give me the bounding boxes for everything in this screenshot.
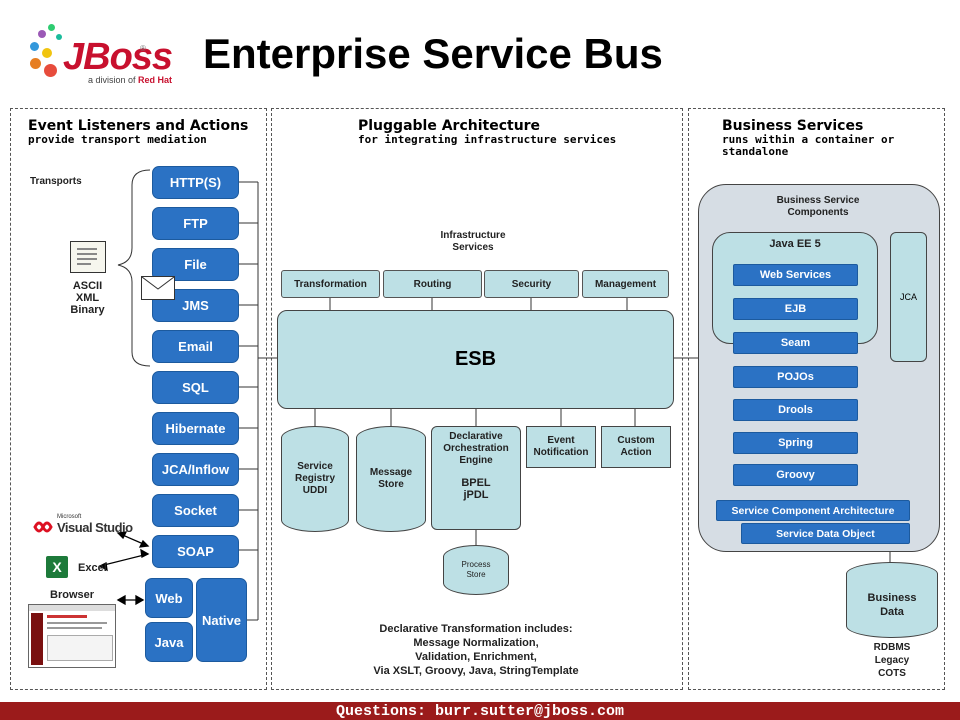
excel-icon: X bbox=[46, 556, 68, 578]
browser-label: Browser bbox=[50, 589, 95, 601]
web-services-button[interactable]: Web Services bbox=[733, 264, 858, 286]
web-button[interactable]: Web bbox=[145, 578, 193, 618]
footer-questions: Questions: burr.sutter@jboss.com bbox=[0, 702, 960, 720]
file-button[interactable]: File bbox=[152, 248, 239, 281]
logo-registered: ® bbox=[140, 44, 146, 53]
email-button[interactable]: Email bbox=[152, 330, 239, 363]
logo-subtitle: a division of Red Hat bbox=[88, 75, 173, 85]
esb-core[interactable]: ESB bbox=[277, 310, 674, 409]
logo-text: JBoss bbox=[63, 36, 173, 78]
envelope-icon bbox=[141, 276, 175, 300]
components-label: Business Service Components bbox=[776, 195, 860, 218]
socket-button[interactable]: Socket bbox=[152, 494, 239, 527]
seam-button[interactable]: Seam bbox=[733, 332, 858, 354]
left-section-frame bbox=[10, 108, 267, 690]
security-box[interactable]: Security bbox=[484, 270, 579, 298]
drools-button[interactable]: Drools bbox=[733, 399, 858, 421]
spring-button[interactable]: Spring bbox=[733, 432, 858, 454]
sca-button[interactable]: Service Component Architecture bbox=[716, 500, 910, 521]
sdo-button[interactable]: Service Data Object bbox=[741, 523, 910, 544]
left-section-title: Event Listeners and Actions bbox=[28, 118, 249, 134]
routing-box[interactable]: Routing bbox=[383, 270, 482, 298]
left-section-subtitle: provide transport mediation bbox=[28, 133, 207, 146]
transformation-box[interactable]: Transformation bbox=[281, 270, 380, 298]
infinity-icon bbox=[33, 521, 53, 533]
ftp-button[interactable]: FTP bbox=[152, 207, 239, 240]
browser-thumbnail bbox=[28, 604, 116, 668]
right-section-title: Business Services bbox=[722, 118, 864, 134]
java-button[interactable]: Java bbox=[145, 622, 193, 662]
javaee-container bbox=[712, 232, 878, 344]
sql-button[interactable]: SQL bbox=[152, 371, 239, 404]
management-box[interactable]: Management bbox=[582, 270, 669, 298]
ejb-button[interactable]: EJB bbox=[733, 298, 858, 320]
right-section-subtitle: runs within a container or standalone bbox=[722, 133, 895, 158]
excel-label: Excel bbox=[78, 562, 107, 574]
storage-types: RDBMS Legacy COTS bbox=[873, 642, 911, 679]
middle-section-subtitle: for integrating infrastructure services bbox=[358, 133, 617, 146]
page-title: Enterprise Service Bus bbox=[203, 30, 663, 77]
format-list: ASCII XML Binary bbox=[70, 280, 105, 316]
declarative-transformation-note: Declarative Transformation includes: Mes… bbox=[373, 623, 579, 677]
groovy-button[interactable]: Groovy bbox=[733, 464, 858, 486]
hibernate-button[interactable]: Hibernate bbox=[152, 412, 239, 445]
pojos-button[interactable]: POJOs bbox=[733, 366, 858, 388]
infra-services-label: Infrastructure Services bbox=[440, 230, 506, 253]
http-button[interactable]: HTTP(S) bbox=[152, 166, 239, 199]
native-button[interactable]: Native bbox=[196, 578, 247, 662]
jca-box[interactable]: JCA bbox=[890, 232, 927, 362]
document-icon bbox=[70, 241, 106, 273]
middle-section-title: Pluggable Architecture bbox=[358, 118, 541, 134]
jca-inflow-button[interactable]: JCA/Inflow bbox=[152, 453, 239, 486]
orchestration-engine-box[interactable]: Declarative Orchestration Engine BPEL jP… bbox=[431, 426, 521, 530]
soap-button[interactable]: SOAP bbox=[152, 535, 239, 568]
middle-section-frame bbox=[271, 108, 683, 690]
javaee-label: Java EE 5 bbox=[769, 238, 821, 250]
right-section-frame bbox=[688, 108, 945, 690]
transports-label: Transports bbox=[30, 176, 82, 187]
